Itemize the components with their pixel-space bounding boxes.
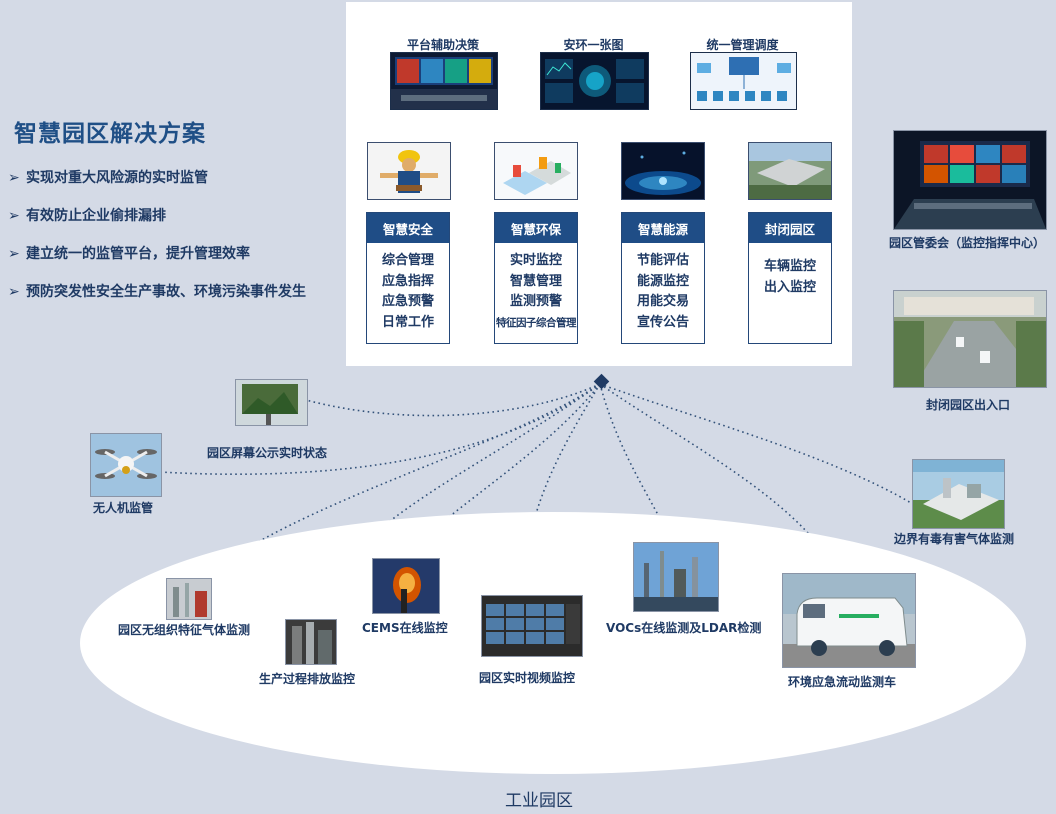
bullet-item: ➢有效防止企业偷排漏排 [8,208,166,224]
arrow-icon: ➢ [8,246,20,262]
module-title: 智慧安全 [367,213,449,243]
bullet-item: ➢预防突发性安全生产事故、环境污染事件发生 [8,284,306,300]
dashboard-screen-icon [540,52,649,110]
platform-label-dispatch: 统一管理调度 [706,38,779,52]
public-screen-caption: 园区屏幕公示实时状态 [207,446,328,460]
platform-label-map: 安环一张图 [563,38,624,52]
fugitive-gas-caption: 园区无组织特征气体监测 [118,623,251,637]
module-item: 智慧管理 [509,273,562,289]
module-item: 应急指挥 [381,273,434,289]
drone-caption: 无人机监管 [93,501,154,515]
video-wall-picture [481,595,583,657]
vocs-picture [633,542,719,612]
link-video [525,383,601,594]
module-item: 实时监控 [509,253,562,268]
module-item: 特征因子综合管理 [496,316,577,329]
module-title: 封闭园区 [749,213,831,243]
link-mobile-vehicle [599,383,837,573]
mobile-vehicle-caption: 环境应急流动监测车 [788,675,897,689]
module-smart-environment: 智慧环保 实时监控 智慧管理 监测预警 特征因子综合管理 [494,212,578,344]
module-smart-energy: 智慧能源 节能评估 能源监控 用能交易 宣传公告 [621,212,705,344]
bullet-item: ➢建立统一的监管平台，提升管理效率 [8,246,250,262]
module-item: 节能评估 [636,253,689,268]
park-entrance-picture [893,290,1047,388]
module-item: 出入监控 [763,279,816,295]
module-item: 宣传公告 [636,314,689,330]
energy-network-icon [621,142,705,200]
bullet-item: ➢实现对重大风险源的实时监管 [8,170,208,186]
boundary-gas-caption: 边界有毒有害气体监测 [894,532,1015,546]
cems-caption: CEMS在线监控 [362,621,448,635]
link-public-screen [305,383,601,417]
process-emission-picture [285,619,337,665]
environment-plant-icon [494,142,578,200]
module-item: 监测预警 [509,294,562,309]
public-screen-picture [235,379,308,426]
module-item: 能源监控 [636,273,689,289]
module-item: 综合管理 [381,253,434,268]
video-caption: 园区实时视频监控 [479,671,576,685]
link-boundary-gas [599,383,931,516]
drone-picture [90,433,162,497]
control-room-screen-icon [390,52,498,110]
module-title: 智慧能源 [622,213,704,243]
module-item: 车辆监控 [763,259,816,274]
park-entrance-caption: 封闭园区出入口 [926,398,1011,412]
process-emission-caption: 生产过程排放监控 [259,672,356,686]
module-item: 用能交易 [636,294,689,309]
module-smart-safety: 智慧安全 综合管理 应急指挥 应急预警 日常工作 [366,212,450,344]
boundary-gas-picture [912,459,1005,529]
arrow-icon: ➢ [8,208,20,224]
industrial-park-label: 工业园区 [505,791,573,811]
command-center-caption: 园区管委会（监控指挥中心） [889,236,1046,250]
module-title: 智慧环保 [495,213,577,243]
cems-picture [372,558,440,614]
module-item: 应急预警 [381,294,434,309]
fugitive-gas-picture [166,578,212,620]
link-cems [404,383,601,561]
command-center-picture [893,130,1047,230]
arrow-icon: ➢ [8,170,20,186]
platform-label-decision: 平台辅助决策 [406,38,479,52]
module-closed-park: 封闭园区 车辆监控 出入监控 [748,212,832,344]
safety-worker-icon [367,142,451,200]
module-item: 日常工作 [381,314,434,330]
dispatch-screen-icon [690,52,797,110]
link-drone [159,383,601,476]
closed-park-icon [748,142,832,200]
mobile-vehicle-picture [782,573,916,668]
arrow-icon: ➢ [8,284,20,300]
vocs-caption: VOCs在线监测及LDAR检测 [606,621,762,635]
main-title: 智慧园区解决方案 [14,121,206,147]
